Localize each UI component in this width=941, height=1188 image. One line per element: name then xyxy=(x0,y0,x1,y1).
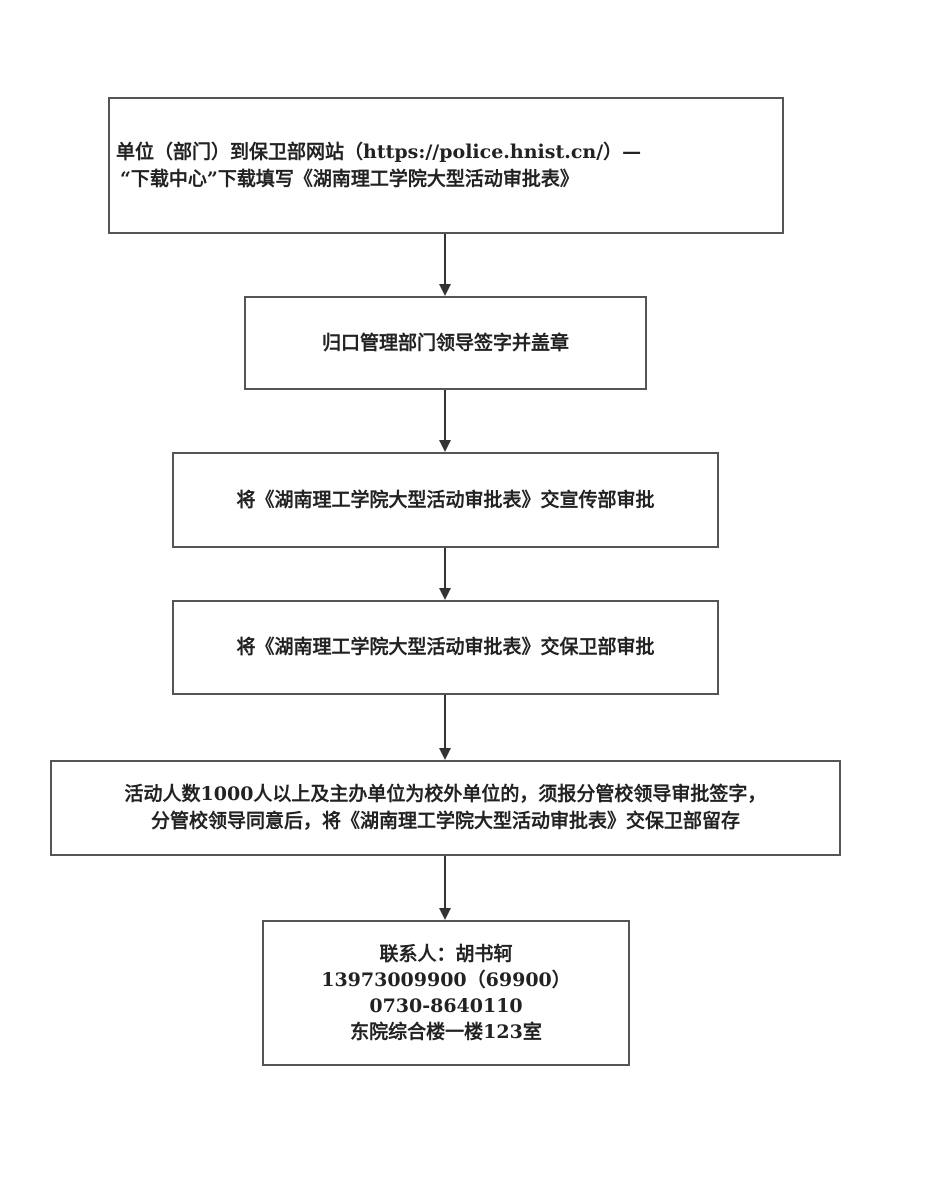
step-publicity-approval: 将《湖南理工学院大型活动审批表》交宣传部审批 xyxy=(172,452,719,548)
step-department-sign: 归口管理部门领导签字并盖章 xyxy=(244,296,647,390)
arrow-down xyxy=(439,390,451,452)
step-text-line: 分管校领导同意后，将《湖南理工学院大型活动审批表》交保卫部留存 xyxy=(150,810,740,832)
arrow-down xyxy=(439,548,451,600)
arrow-down xyxy=(439,234,451,296)
step-text-line: 将《湖南理工学院大型活动审批表》交宣传部审批 xyxy=(236,488,655,511)
contact-mobile: 13973009900（69900） xyxy=(321,969,571,991)
step-download-form: 单位（部门）到保卫部网站（https://police.hnist.cn/）— … xyxy=(108,97,784,234)
step-text-line: 将《湖南理工学院大型活动审批表》交保卫部审批 xyxy=(236,636,655,658)
contact-person: 联系人：胡书轲 xyxy=(379,943,513,965)
step-text-line: “下载中心”下载填写《湖南理工学院大型活动审批表》 xyxy=(120,167,579,190)
step-text-line: 归口管理部门领导签字并盖章 xyxy=(321,331,569,354)
step-text-line: 活动人数1000人以上及主办单位为校外单位的，须报分管校领导审批签字， xyxy=(124,783,767,805)
contact-info-box: 联系人：胡书轲 13973009900（69900） 0730-8640110 … xyxy=(262,920,630,1066)
contact-address: 东院综合楼一楼123室 xyxy=(350,1021,542,1043)
arrow-down xyxy=(439,695,451,760)
contact-phone: 0730-8640110 xyxy=(369,995,523,1017)
step-leader-approval: 活动人数1000人以上及主办单位为校外单位的，须报分管校领导审批签字， 分管校领… xyxy=(50,760,841,856)
arrow-down xyxy=(439,856,451,920)
step-text-line: 单位（部门）到保卫部网站（https://police.hnist.cn/）— xyxy=(116,140,642,163)
step-security-approval: 将《湖南理工学院大型活动审批表》交保卫部审批 xyxy=(172,600,719,695)
